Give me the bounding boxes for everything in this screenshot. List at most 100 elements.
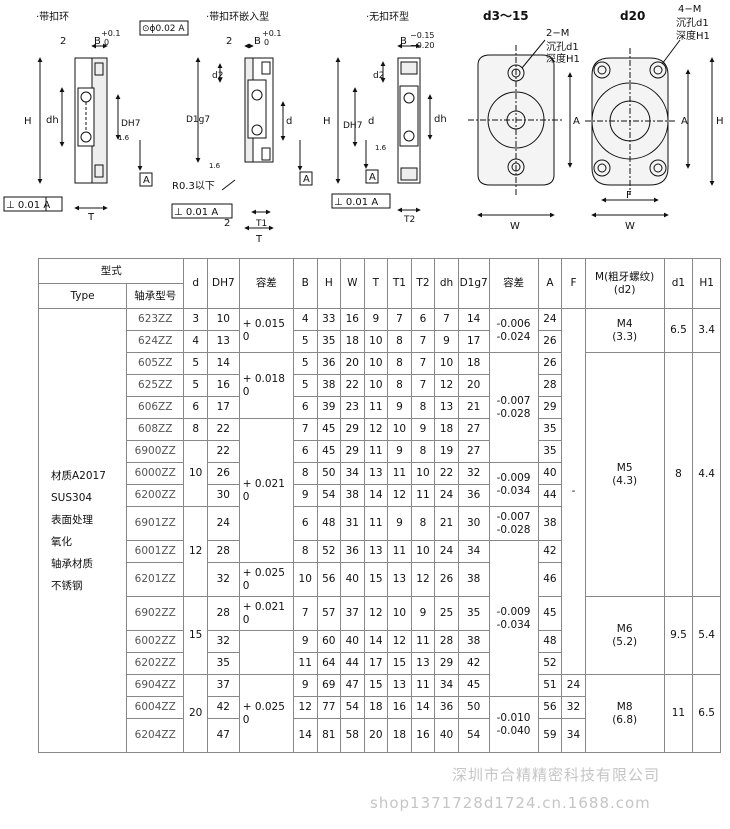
watermark-url: shop1371728d1724.cn.1688.com xyxy=(370,794,651,812)
h-cell: 54 xyxy=(316,484,342,507)
b-cell: 6 xyxy=(292,396,318,419)
d1g7-cell: 20 xyxy=(457,374,490,397)
h-cell: 38 xyxy=(316,374,342,397)
tolerance2-cell: -0.007-0.028 xyxy=(488,352,539,463)
dim-dh-c: dh xyxy=(434,114,447,125)
watermark-company: 深圳市合精精密科技有限公司 xyxy=(452,766,661,784)
drawing-d20-top xyxy=(585,39,715,218)
dim-2-b: 2 xyxy=(226,36,232,47)
w-cell: 22 xyxy=(340,374,365,397)
h-cell: 48 xyxy=(316,506,342,541)
a-cell: 52 xyxy=(537,652,563,675)
bearing-model-cell: 6202ZZ xyxy=(126,652,185,675)
dh-cell: 9 xyxy=(434,330,459,353)
head-type-en: Type xyxy=(37,283,128,309)
dim-D1g7: D1g7 xyxy=(186,115,210,125)
w-cell: 54 xyxy=(340,696,365,719)
drawing-with-ring xyxy=(3,43,153,212)
flatness-callout: ⊙ϕ0.02 A xyxy=(142,24,185,34)
head-T2: T2 xyxy=(410,258,436,309)
dh-cell: 26 xyxy=(434,562,459,597)
spec-table: 型式 d DH7 容差 B H W T T1 T2 dh D1g7 容差 A F… xyxy=(37,258,721,753)
d1g7-cell: 21 xyxy=(457,396,490,419)
perp-callout-a: ⊥ 0.01 A xyxy=(6,200,50,211)
head-dh7: DH7 xyxy=(206,258,240,309)
t-cell: 10 xyxy=(363,330,389,353)
a-cell: 38 xyxy=(537,506,563,541)
d1g7-cell: 34 xyxy=(457,540,490,563)
a-cell: 35 xyxy=(537,440,563,463)
head-bearing: 轴承型号 xyxy=(126,283,185,309)
b-cell: 4 xyxy=(292,308,318,331)
t1-cell: 10 xyxy=(387,418,412,441)
label-no-ring: ·无扣环型 xyxy=(366,10,409,23)
dim-16-c: 1.6 xyxy=(375,144,387,152)
thread-m-cell: M5(4.3) xyxy=(584,352,665,597)
t1-cell: 11 xyxy=(387,540,412,563)
t2-cell: 9 xyxy=(410,596,436,631)
dim-d-b: d xyxy=(286,116,292,127)
dim-d2-b: d2 xyxy=(212,71,223,81)
a-cell: 26 xyxy=(537,352,563,375)
label-d20: d20 xyxy=(620,9,645,23)
bearing-model-cell: 625ZZ xyxy=(126,374,185,397)
d1g7-cell: 42 xyxy=(457,652,490,675)
callout-2m: 2−M xyxy=(546,28,569,39)
t1-cell: 15 xyxy=(387,652,412,675)
dh-cell: 34 xyxy=(434,674,459,697)
bearing-model-cell: 6204ZZ xyxy=(126,718,185,753)
depth-H1-a: 深度H1 xyxy=(546,52,580,65)
label-with-ring: ·带扣环 xyxy=(36,10,69,23)
dh7-cell: 24 xyxy=(206,506,240,541)
a-cell: 59 xyxy=(537,718,563,753)
t-cell: 13 xyxy=(363,462,389,485)
d1-cell: 8 xyxy=(663,352,694,597)
t1-cell: 12 xyxy=(387,630,412,653)
t1-cell: 13 xyxy=(387,562,412,597)
b-cell: 6 xyxy=(292,506,318,541)
h-cell: 52 xyxy=(316,540,342,563)
b-cell: 14 xyxy=(292,718,318,753)
head-H1: H1 xyxy=(692,258,721,309)
tolerance2-cell: -0.010-0.040 xyxy=(488,696,539,753)
f-cell: 24 xyxy=(561,674,586,697)
d1g7-cell: 32 xyxy=(457,462,490,485)
t1-cell: 10 xyxy=(387,596,412,631)
tol-zero-a: 0 xyxy=(104,38,109,47)
t-cell: 17 xyxy=(363,652,389,675)
dh-cell: 10 xyxy=(434,352,459,375)
d-cell: 10 xyxy=(183,440,208,507)
t2-cell: 10 xyxy=(410,540,436,563)
dh-cell: 29 xyxy=(434,652,459,675)
a-cell: 44 xyxy=(537,484,563,507)
dh-cell: 28 xyxy=(434,630,459,653)
d1-cell: 9.5 xyxy=(663,596,694,675)
d-cell: 3 xyxy=(183,308,208,331)
h-cell: 50 xyxy=(316,462,342,485)
dim-16-b: 1.6 xyxy=(209,162,221,170)
h-cell: 60 xyxy=(316,630,342,653)
h-cell: 45 xyxy=(316,440,342,463)
bearing-model-cell: 608ZZ xyxy=(126,418,185,441)
dim-B-c: B xyxy=(400,36,407,47)
t2-cell: 11 xyxy=(410,484,436,507)
t-cell: 12 xyxy=(363,418,389,441)
dh-cell: 40 xyxy=(434,718,459,753)
head-T: T xyxy=(363,258,389,309)
h-cell: 39 xyxy=(316,396,342,419)
t2-cell: 13 xyxy=(410,652,436,675)
bearing-model-cell: 6902ZZ xyxy=(126,596,185,631)
d1g7-cell: 30 xyxy=(457,506,490,541)
h1-cell: 5.4 xyxy=(692,596,721,675)
h1-cell: 4.4 xyxy=(692,352,721,597)
h-cell: 69 xyxy=(316,674,342,697)
